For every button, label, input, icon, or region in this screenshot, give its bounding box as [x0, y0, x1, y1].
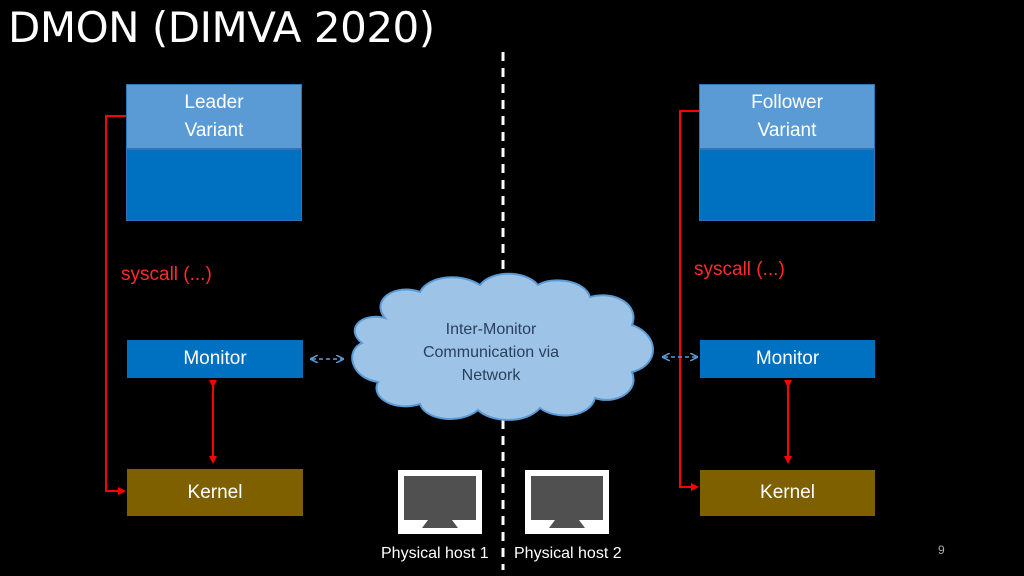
follower-variant-body — [699, 149, 875, 221]
right-monitor-label: Monitor — [755, 348, 820, 369]
right-syscall-label: syscall (...) — [694, 259, 785, 280]
slide-title: DMON (DIMVA 2020) — [8, 3, 435, 52]
host1-label: Physical host 1 — [381, 545, 489, 562]
page-number: 9 — [938, 543, 945, 557]
left-syscall-label: syscall (...) — [121, 264, 212, 285]
network-cloud — [351, 272, 654, 421]
follower-variant-line2: Variant — [757, 119, 817, 141]
right-syscall-arrow — [679, 110, 699, 491]
left-kernel-label: Kernel — [187, 481, 243, 503]
leader-variant-body — [126, 149, 302, 221]
follower-variant-line1: Follower — [751, 91, 823, 113]
leader-variant-box: Leader Variant — [126, 84, 302, 149]
host2-label: Physical host 2 — [514, 545, 622, 562]
cloud-label-line2: Communication via — [422, 344, 560, 361]
left-syscall-arrow — [105, 115, 126, 495]
left-monitor-box: Monitor — [127, 340, 303, 378]
host1-computer-icon — [398, 470, 482, 534]
right-monitor-box: Monitor — [700, 340, 875, 378]
left-kernel-box: Kernel — [127, 469, 303, 516]
cloud-label-line1: Inter-Monitor — [445, 321, 537, 338]
cloud-label: Inter-Monitor Communication via Network — [405, 318, 577, 387]
left-monitor-label: Monitor — [183, 348, 247, 369]
cloud-label-line3: Network — [461, 367, 521, 384]
right-kernel-label: Kernel — [760, 482, 815, 503]
follower-variant-box: Follower Variant — [699, 84, 875, 149]
leader-variant-line2: Variant — [184, 119, 244, 141]
right-kernel-box: Kernel — [700, 470, 875, 516]
leader-variant-line1: Leader — [184, 91, 244, 113]
host2-computer-icon — [525, 470, 609, 534]
